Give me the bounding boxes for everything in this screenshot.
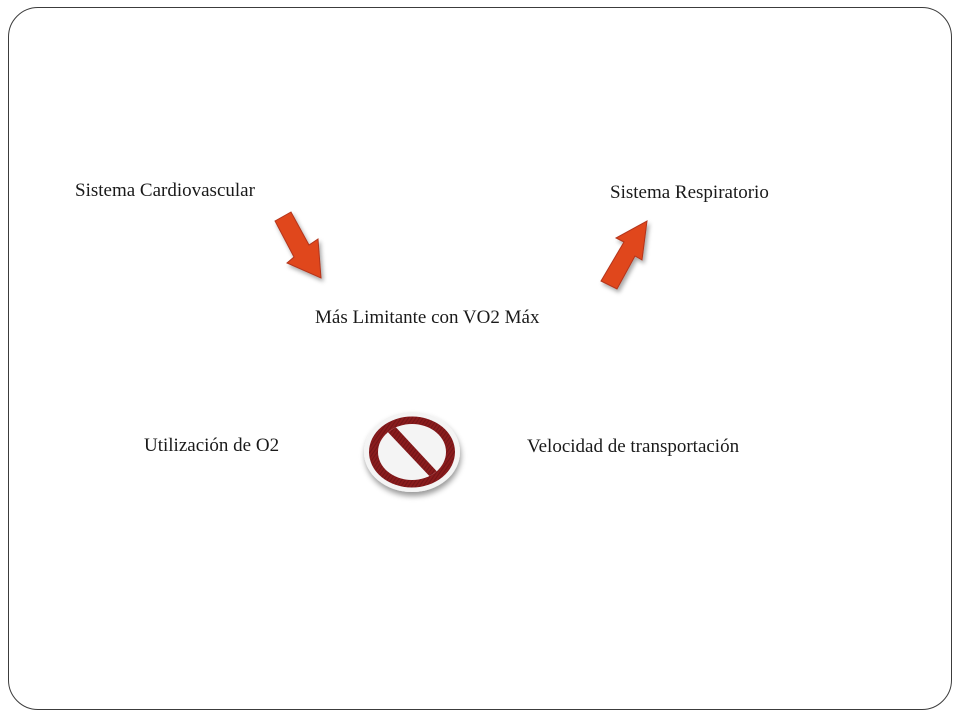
arrow-up-right-icon xyxy=(600,220,648,290)
slide-frame xyxy=(8,7,952,710)
label-sistema-cardiovascular: Sistema Cardiovascular xyxy=(75,180,255,201)
arrow-down-right-shape xyxy=(274,211,322,279)
label-velocidad-transportacion: Velocidad de transportación xyxy=(527,436,740,457)
prohibition-icon xyxy=(364,412,460,492)
label-sistema-respiratorio: Sistema Respiratorio xyxy=(610,182,769,203)
arrow-up-right-shape xyxy=(600,220,648,290)
arrow-down-right-icon xyxy=(274,211,322,279)
label-utilizacion-o2: Utilización de O2 xyxy=(144,435,280,456)
label-mas-limitante: Más Limitante con VO2 Máx xyxy=(315,307,540,328)
